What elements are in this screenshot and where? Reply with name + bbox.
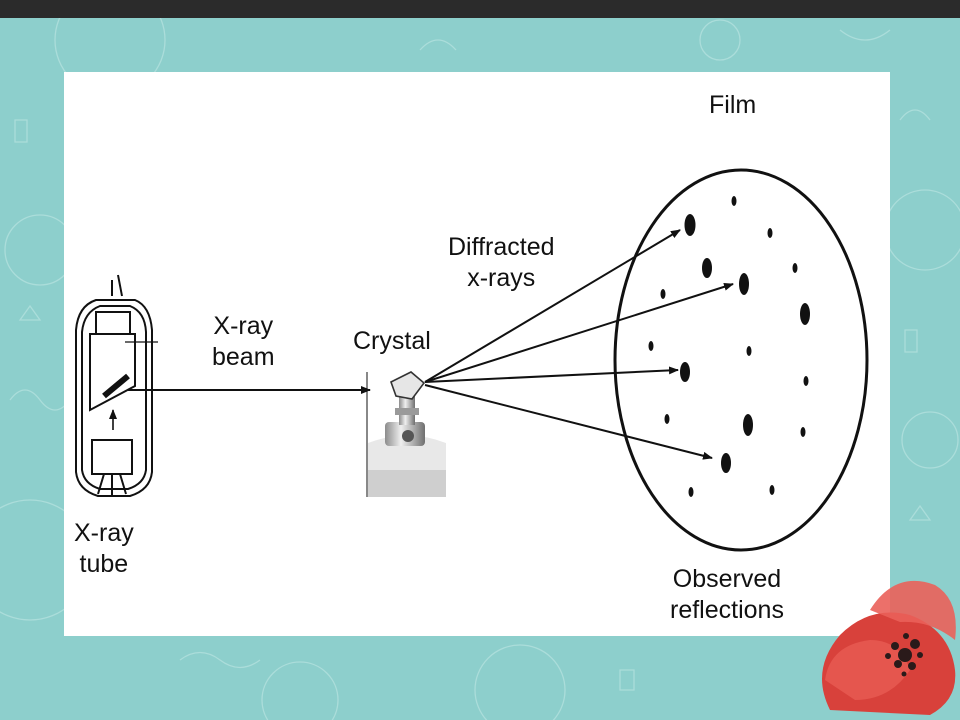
diffracted-xrays-label: Diffracted x-rays [448, 232, 555, 294]
diffracted-xrays-label-line2: x-rays [467, 264, 536, 292]
observed-reflections-label: Observed reflections [670, 564, 784, 626]
xray-beam-label-line1: X-ray [213, 312, 274, 340]
crystal-mount-icon [366, 371, 446, 497]
crystal-label: Crystal [353, 327, 431, 355]
xray-tube-label-line2: tube [79, 550, 129, 578]
film-plate-icon [613, 168, 869, 552]
observed-reflections-label-line2: reflections [670, 596, 784, 624]
diffracted-ray-3 [424, 366, 679, 383]
poppy-flower-icon [822, 580, 956, 715]
xray-tube-label-line1: X-ray [74, 519, 134, 547]
xray-beam-label: X-ray beam [212, 311, 275, 373]
xray-tube-label: X-ray tube [74, 518, 134, 580]
diffracted-ray-2 [424, 282, 734, 383]
film-label: Film [709, 91, 757, 119]
diffracted-ray-4 [424, 384, 713, 460]
diffracted-xrays-label-line1: Diffracted [448, 233, 555, 261]
diffracted-ray-1 [424, 229, 681, 383]
diffracted-rays [424, 229, 734, 460]
diagram-panel [64, 72, 890, 636]
xray-tube-icon [75, 274, 158, 497]
xray-beam-label-line2: beam [212, 343, 275, 371]
observed-reflections-label-line1: Observed [672, 565, 782, 593]
reflection-spots [648, 196, 810, 497]
top-band [0, 0, 960, 18]
